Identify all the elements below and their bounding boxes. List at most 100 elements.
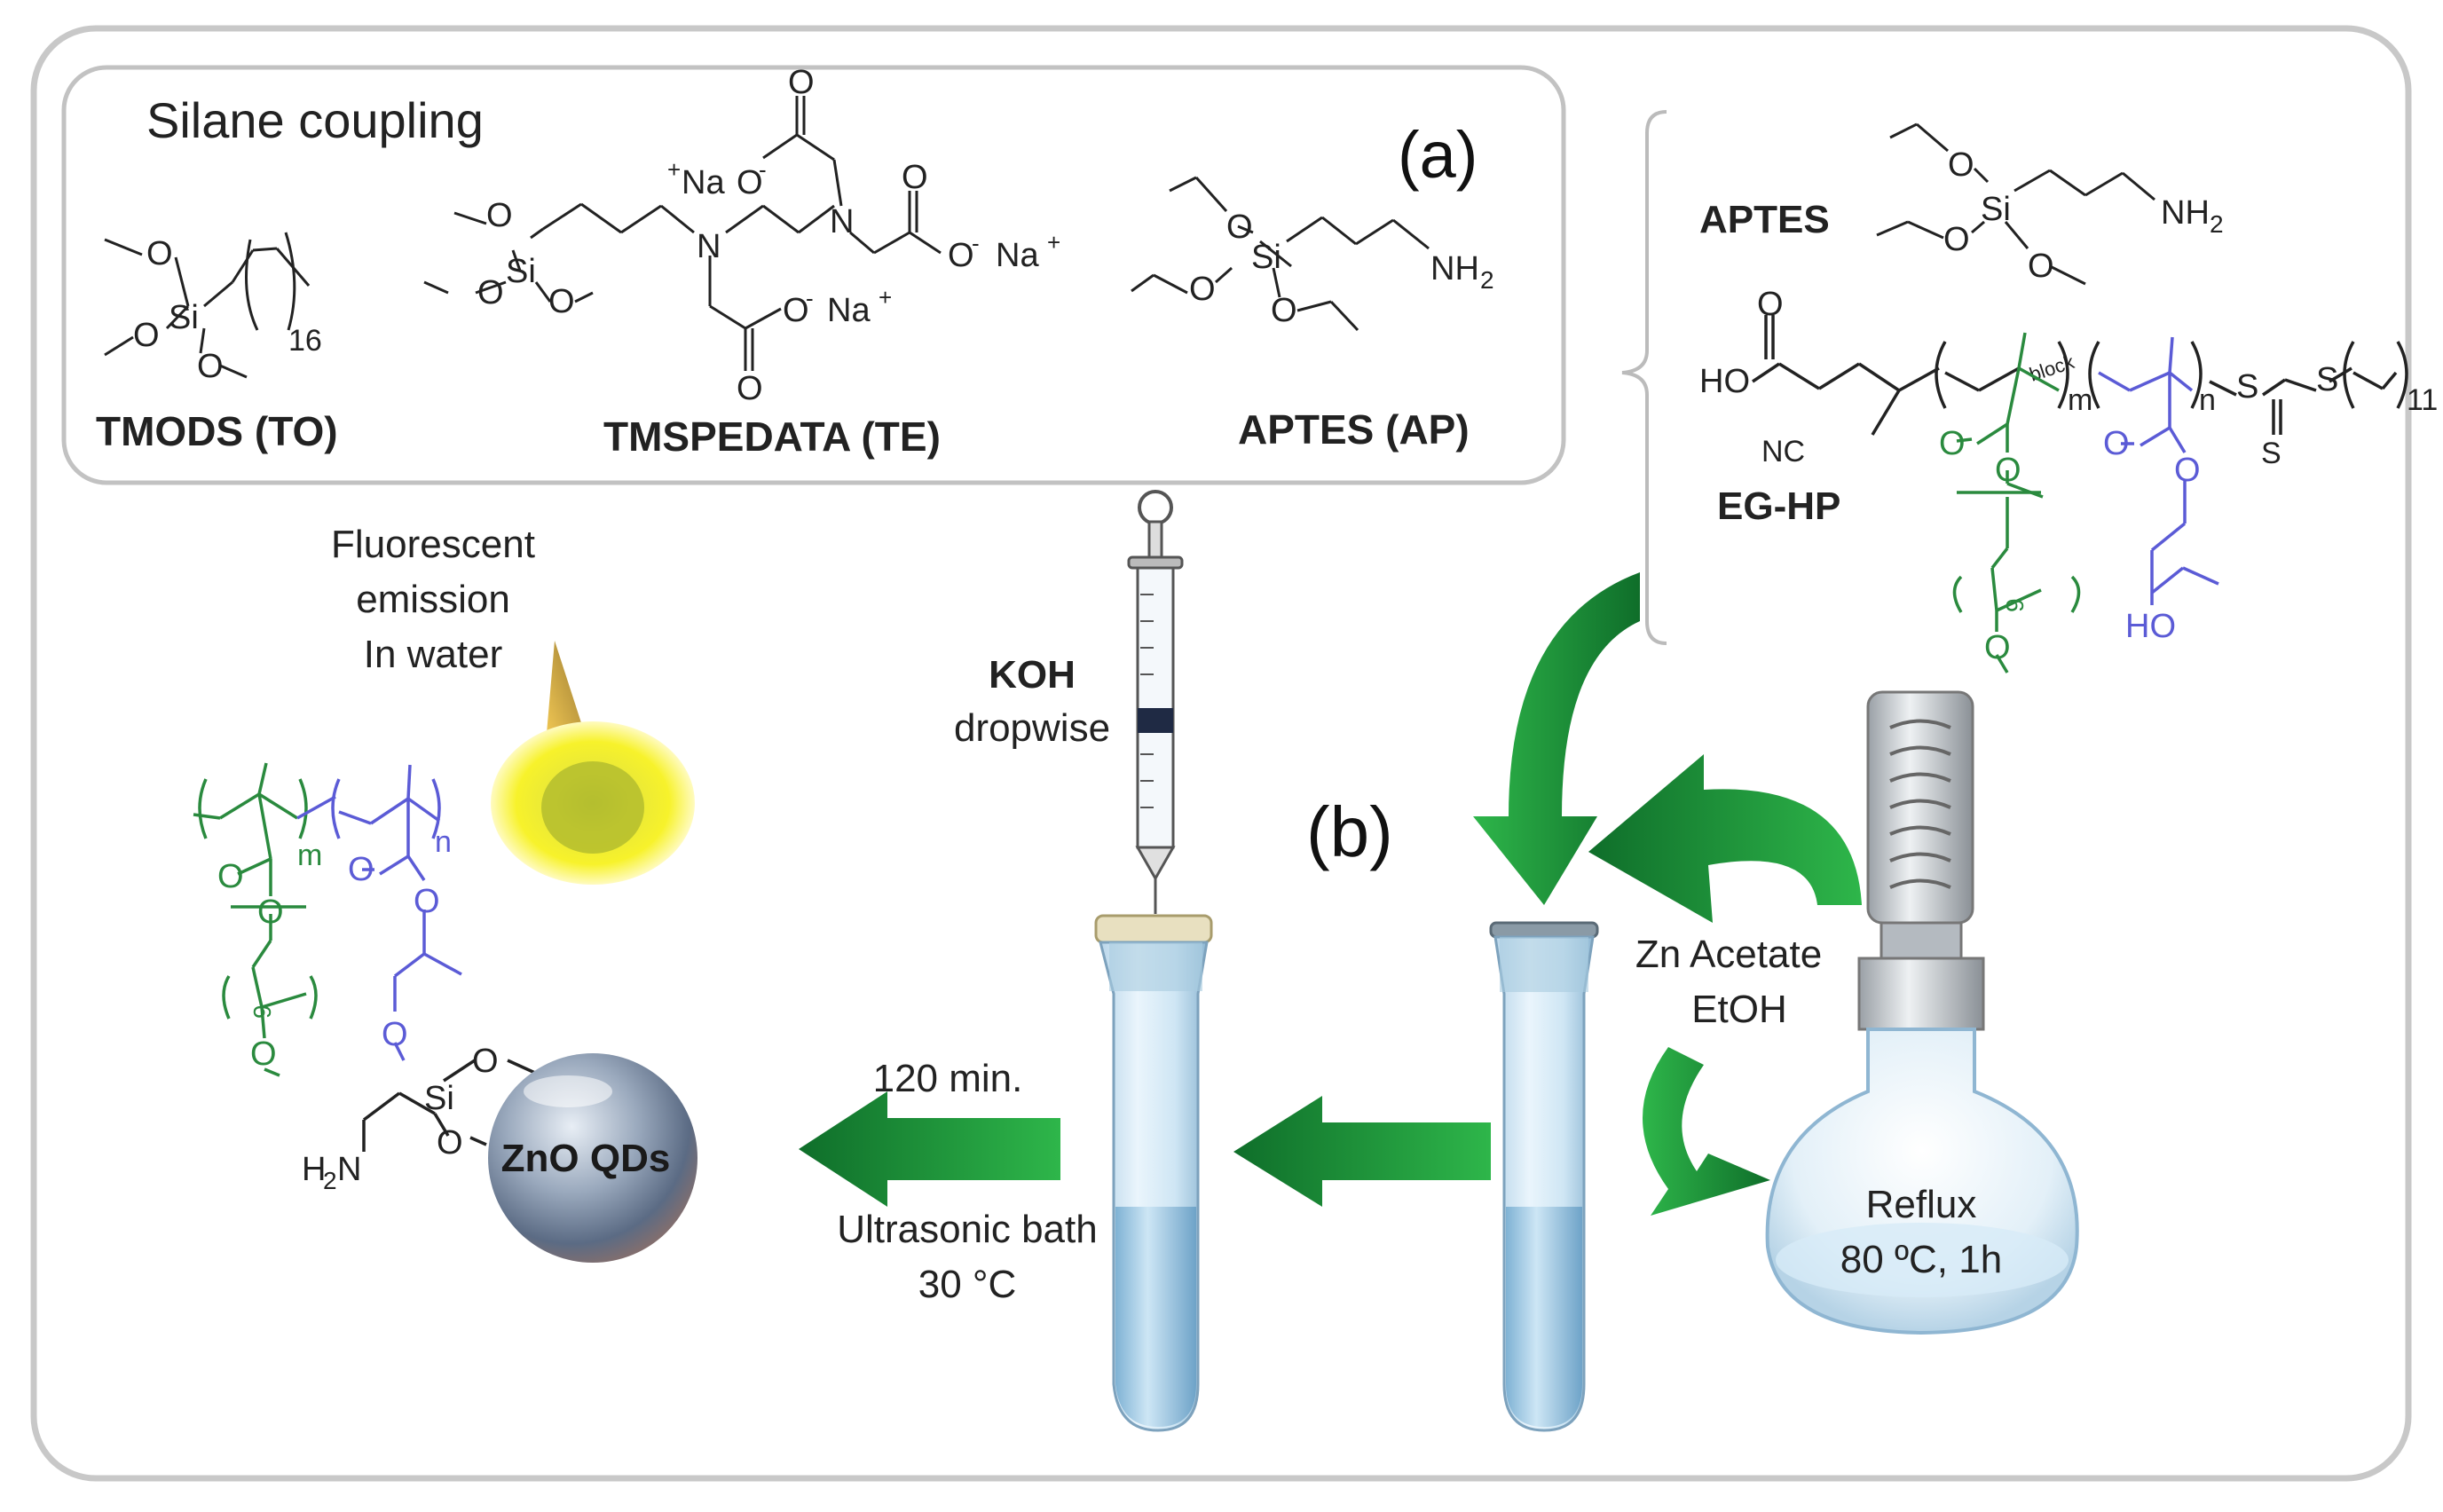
- arrow-reflux-to-tube: [1588, 754, 1862, 923]
- arrow-middle: [1233, 1096, 1491, 1207]
- qd-label: ZnO QDs: [501, 1137, 671, 1180]
- qd-green-o3: O: [250, 1036, 277, 1073]
- qd-blue-o1: O: [348, 851, 374, 888]
- te-o-minus-right: O: [948, 237, 974, 274]
- eghp-s1: S: [2236, 368, 2258, 406]
- tmods-o2: O: [133, 317, 160, 354]
- reflux-line-2: 80 ºC, 1h: [1840, 1238, 2002, 1281]
- eghp-blue-o1: O: [2103, 425, 2130, 462]
- eghp-o-acid: O: [1757, 286, 1784, 323]
- qd-si: Si: [424, 1080, 454, 1117]
- eghp-blue-chain: [2098, 336, 2219, 605]
- eghp-sub-m: m: [2068, 383, 2092, 417]
- qd-blue-o2: O: [414, 883, 440, 920]
- te-minus-bottom: -: [806, 285, 814, 311]
- tmspedata-label: TMSPEDATA (TE): [603, 413, 941, 460]
- te-o-minus-bottom: O: [783, 292, 809, 329]
- ap-o1: O: [1226, 209, 1253, 246]
- eghp-green-o2: O: [1995, 452, 2021, 489]
- te-o-right-dbl: O: [902, 159, 928, 196]
- panel-a-box: [61, 65, 1566, 485]
- qd-green-o2: O: [257, 894, 284, 931]
- fluor-line-1: Fluorescent: [331, 523, 535, 566]
- syringe: [1127, 490, 1184, 914]
- emission-beam: [546, 641, 586, 744]
- aptes-right-structure: [1876, 122, 2155, 286]
- qd-green-o1: O: [217, 858, 244, 895]
- te-o2: O: [477, 274, 504, 311]
- tmods-o1: O: [146, 235, 173, 272]
- qd-silane-anchor: [362, 1059, 538, 1152]
- te-minus-top: -: [759, 156, 767, 183]
- eghp-blue-o2: O: [2174, 452, 2201, 489]
- bath-line-1: Ultrasonic bath: [837, 1208, 1097, 1251]
- te-n1: N: [697, 228, 721, 265]
- fluor-line-3: In water: [364, 633, 503, 676]
- te-o-bottom: O: [737, 370, 763, 407]
- apr-nh: NH: [2161, 194, 2210, 232]
- panel-b-tag: (b): [1306, 792, 1393, 871]
- te-na-bottom: Na: [827, 292, 871, 329]
- apr-nh-sub: 2: [2210, 210, 2224, 238]
- eghp-blue-ho: HO: [2125, 608, 2176, 645]
- eghp-green-chain: [1952, 332, 2081, 673]
- qd-sub-n: n: [435, 825, 452, 859]
- qd-ligand-green: [193, 762, 318, 1077]
- panel-a-tag: (a): [1398, 118, 1478, 192]
- te-o1: O: [486, 197, 513, 234]
- eghp-sub-n: n: [2199, 383, 2216, 417]
- te-minus-right: -: [972, 230, 980, 256]
- eghp-green-sub-9: 9: [2001, 598, 2029, 612]
- tmods-subscript: 16: [288, 324, 322, 358]
- te-na-right: Na: [996, 237, 1039, 274]
- koh-label: KOH: [989, 653, 1076, 697]
- qd-h2n-n: N: [337, 1151, 361, 1188]
- te-na-bottom-plus: +: [879, 284, 892, 311]
- tmods-label: TMODS (TO): [96, 408, 338, 454]
- test-tube-right: [1489, 921, 1599, 1432]
- ap-o2: O: [1189, 271, 1216, 308]
- bath-line-2: 30 °C: [918, 1263, 1017, 1306]
- apr-o1: O: [1948, 146, 1974, 184]
- apr-o3: O: [2028, 248, 2054, 285]
- zno-qd-sphere: [488, 1053, 697, 1263]
- qd-o-bottom: O: [437, 1124, 463, 1162]
- eghp-sub-11: 11: [2407, 383, 2438, 417]
- panel-a-heading: Silane coupling: [146, 92, 484, 148]
- zn-line-1: Zn Acetate: [1635, 933, 1822, 976]
- zn-line-2: EtOH: [1691, 988, 1787, 1031]
- qd-sub-m: m: [297, 839, 322, 872]
- te-o-top: O: [788, 64, 815, 101]
- glowing-qd-core: [541, 761, 644, 854]
- te-si: Si: [506, 253, 536, 290]
- qd-h2n: H: [302, 1151, 326, 1188]
- time-label: 120 min.: [873, 1057, 1023, 1100]
- te-o3: O: [548, 283, 575, 320]
- reflux-line-1: Reflux: [1866, 1183, 1977, 1226]
- tmspedata-structure: [423, 96, 942, 371]
- tmods-structure: [104, 232, 311, 379]
- arrow-polymer-to-tube: [1473, 572, 1640, 905]
- te-na-top-plus: +: [667, 156, 681, 183]
- apr-o2: O: [1943, 221, 1970, 258]
- reflux-apparatus: [1765, 690, 2079, 1335]
- fluor-line-2: emission: [356, 578, 510, 621]
- te-na-top: Na: [682, 164, 725, 201]
- te-o-minus-top: O: [737, 164, 763, 201]
- eghp-ho: HO: [1699, 363, 1750, 400]
- qd-o-top: O: [472, 1043, 499, 1080]
- eghp-backbone: [1752, 315, 2408, 436]
- qd-h2n-sub: 2: [323, 1167, 337, 1194]
- eghp-green-o3: O: [1984, 629, 2011, 666]
- ap-nh-sub: 2: [1480, 266, 1494, 294]
- arrow-to-qd: [799, 1091, 1060, 1207]
- ap-si: Si: [1251, 239, 1281, 276]
- qd-ligand-blue: [296, 764, 462, 1061]
- eghp-green-o1: O: [1939, 425, 1966, 462]
- koh-sub: dropwise: [954, 706, 1110, 750]
- zno-qd-highlight: [524, 1075, 612, 1107]
- tmods-o3: O: [197, 348, 224, 385]
- aptes-ap-structure: [1131, 176, 1430, 332]
- aptes-ap-label: APTES (AP): [1238, 406, 1470, 453]
